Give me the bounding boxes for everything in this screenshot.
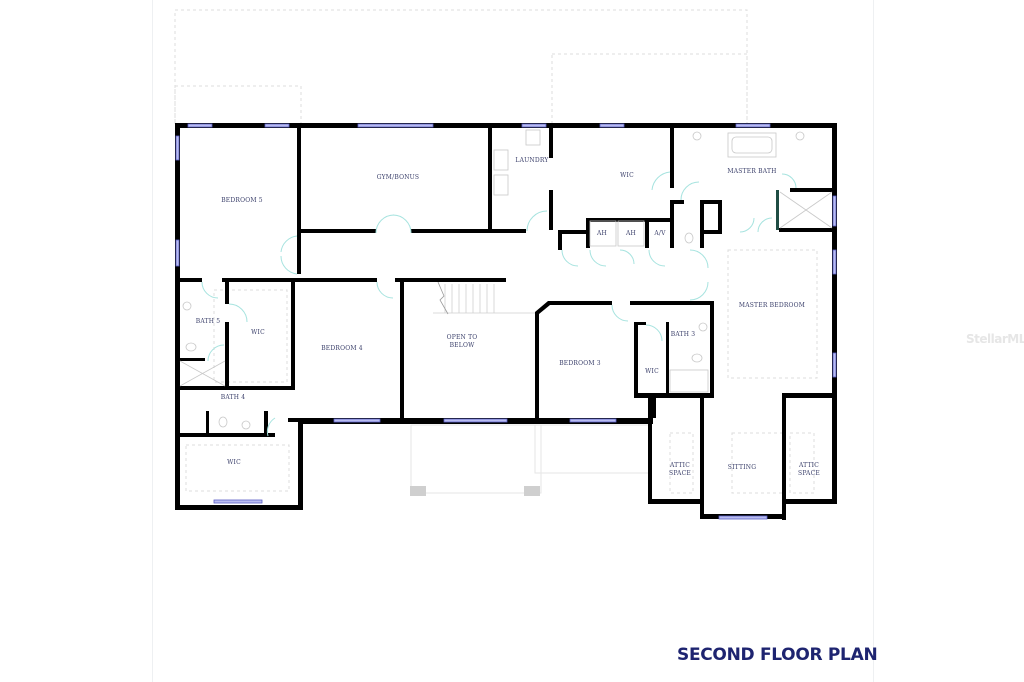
room-label-ah-1: AH bbox=[597, 230, 607, 237]
room-label-bath-3: BATH 3 bbox=[670, 331, 696, 338]
room-label-bedroom-5: BEDROOM 5 bbox=[221, 197, 263, 204]
room-label-attic-right: ATTIC SPACE bbox=[798, 462, 820, 477]
room-label-attic-left: ATTIC SPACE bbox=[669, 462, 691, 477]
room-label-wic-bedroom4: WIC bbox=[227, 459, 241, 466]
room-label-master-bedroom: MASTER BEDROOM bbox=[738, 302, 806, 309]
porch-outline bbox=[410, 424, 651, 494]
plan-title: SECOND FLOOR PLAN bbox=[677, 645, 878, 665]
room-label-master-bath: MASTER BATH bbox=[727, 168, 777, 175]
room-label-av: A/V bbox=[654, 230, 666, 237]
plan-sheet bbox=[152, 0, 874, 682]
room-label-gym-bonus: GYM/BONUS bbox=[376, 174, 420, 181]
room-label-laundry: LAUNDRY bbox=[515, 157, 549, 164]
room-label-open-to-below: OPEN TO BELOW bbox=[446, 334, 478, 349]
room-label-bath-4: BATH 4 bbox=[220, 394, 246, 401]
room-label-wic-bedroom3: WIC bbox=[645, 368, 659, 375]
door-swings bbox=[201, 171, 797, 437]
room-label-wic-master: WIC bbox=[620, 172, 634, 179]
stairs bbox=[433, 281, 535, 315]
room-label-bedroom-4: BEDROOM 4 bbox=[321, 345, 363, 352]
room-label-bedroom-3: BEDROOM 3 bbox=[559, 360, 601, 367]
room-label-ah-2: AH bbox=[626, 230, 636, 237]
windows bbox=[175, 123, 837, 520]
room-label-wic-bath5: WIC bbox=[251, 329, 265, 336]
room-label-sitting: SITTING bbox=[727, 464, 757, 471]
room-label-bath-5: BATH 5 bbox=[195, 318, 221, 325]
porch-column bbox=[410, 486, 426, 496]
porch-column bbox=[524, 486, 540, 496]
walls bbox=[175, 123, 837, 520]
fixtures bbox=[179, 129, 833, 430]
